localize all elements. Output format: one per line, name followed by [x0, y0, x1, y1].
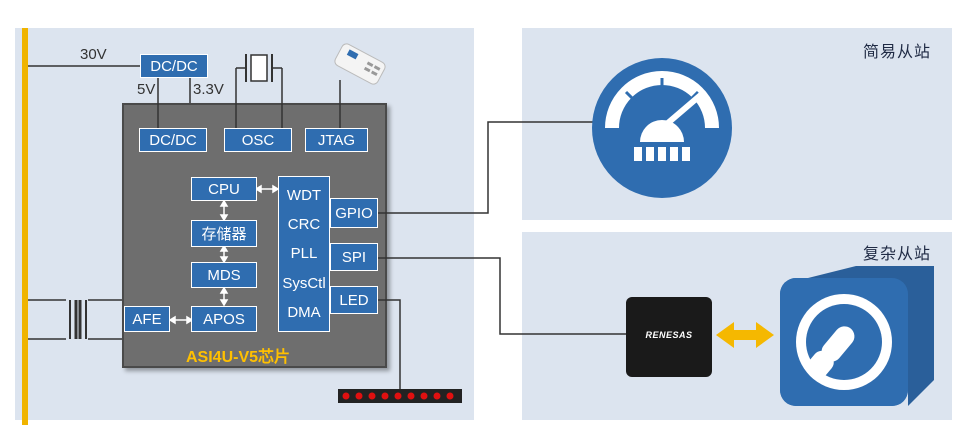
sysctl-label: SysCtl: [282, 274, 326, 292]
label-5v: 5V: [137, 81, 156, 98]
crc-label: CRC: [287, 216, 321, 234]
gpio-block: GPIO: [330, 198, 378, 228]
osc-block: OSC: [224, 128, 292, 152]
renesas-chip-icon: [626, 297, 712, 377]
apos-block: APOS: [191, 306, 257, 332]
wdt-label: WDT: [286, 187, 322, 205]
mds-apos-arrow: [219, 286, 229, 307]
dcdc-top-block: DC/DC: [140, 54, 208, 78]
cpu-memory-arrow: [219, 199, 229, 222]
spi-line: [378, 257, 626, 335]
cpu-wdt-arrow: [254, 184, 280, 194]
crystal-icon: [236, 54, 282, 82]
pll-label: PLL: [290, 245, 318, 263]
label-30v: 30V: [80, 46, 107, 63]
simple-slave-title: 简易从站: [863, 42, 932, 61]
led-strip: [338, 389, 462, 403]
gauge-icon: [592, 58, 732, 198]
renesas-logo: RENESAS: [645, 330, 693, 340]
cpu-block: CPU: [191, 177, 257, 201]
peripheral-block: WDT CRC PLL SysCtl DMA: [278, 176, 330, 332]
led-line: [378, 299, 401, 394]
asi-bus-line: [22, 28, 28, 425]
dma-label: DMA: [287, 303, 321, 321]
transformer-icon: [66, 298, 88, 340]
jtag-dongle-icon: [334, 43, 386, 85]
complex-slave-title: 复杂从站: [863, 244, 932, 263]
chip-name: ASI4U-V5芯片: [186, 349, 291, 366]
jtag-block: JTAG: [305, 128, 368, 152]
motor-icon: [780, 266, 934, 406]
dcdc-inner-block: DC/DC: [139, 128, 207, 152]
spi-block: SPI: [330, 243, 378, 271]
bidirectional-arrow: [716, 322, 774, 348]
memory-block: 存储器: [191, 220, 257, 247]
afe-apos-arrow: [168, 315, 194, 325]
mds-block: MDS: [191, 262, 257, 288]
afe-block: AFE: [124, 306, 170, 332]
gpio-line: [378, 121, 606, 214]
memory-mds-arrow: [219, 244, 229, 264]
label-3v3: 3.3V: [193, 81, 224, 98]
led-block: LED: [330, 286, 378, 314]
